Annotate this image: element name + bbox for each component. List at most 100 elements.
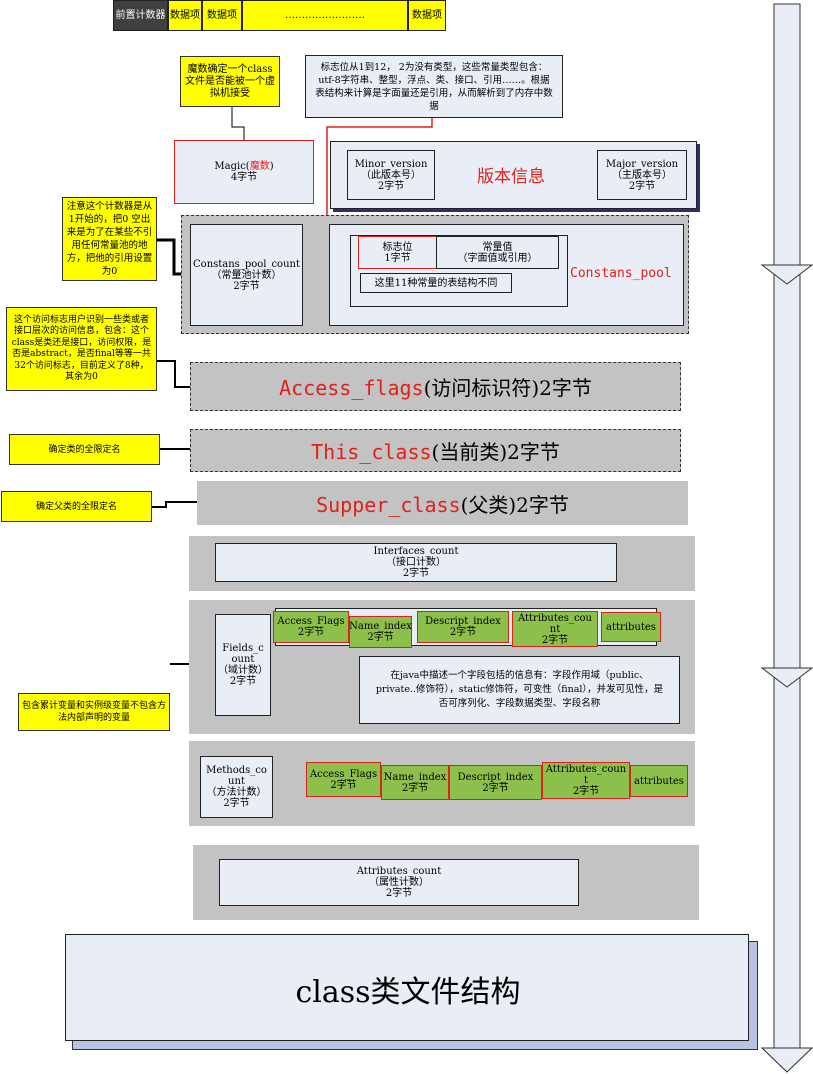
interfaces-desc: （接口计数） bbox=[386, 557, 446, 568]
magic-label: Magic( bbox=[214, 161, 250, 172]
method-attributes-cell: attributes bbox=[630, 765, 688, 797]
interfaces-size: 2字节 bbox=[402, 568, 430, 579]
cell-size: 2字节 bbox=[330, 779, 357, 791]
pool-note-box: 这里11种常量的表结构不同 bbox=[360, 273, 512, 293]
fields-note: 包含累计变量和实例级变量不包含方法内部声明的变量 bbox=[18, 693, 170, 731]
interfaces-box: Interfaces_count （接口计数） 2字节 bbox=[215, 543, 617, 582]
attributes-size: 2字节 bbox=[385, 888, 413, 899]
cell-size: 2字节 bbox=[482, 782, 509, 794]
major-name: Major_version bbox=[605, 158, 679, 170]
magic-connector bbox=[231, 107, 245, 140]
minor-name: Minor_version bbox=[354, 158, 428, 170]
access-flags-box: Access_flags(访问标识符)2字节 bbox=[190, 362, 681, 411]
fields-count-box: Fields_count （域计数） 2字节 bbox=[215, 614, 271, 716]
attributes-region: Attributes_count （属性计数） 2字节 bbox=[193, 845, 699, 920]
cell-name: Name_index bbox=[349, 621, 412, 632]
constant-pool-title: Constans_pool bbox=[570, 266, 672, 281]
minor-size: 2字节 bbox=[377, 180, 405, 192]
this-class-en: This_class bbox=[311, 440, 432, 464]
major-size: 2字节 bbox=[628, 180, 656, 192]
version-block: Minor_version （此版本号） 2字节 版本信息 Major_vers… bbox=[330, 141, 697, 209]
super-class-cn: (父类)2字节 bbox=[460, 492, 569, 517]
magic-cn: 魔数 bbox=[249, 161, 270, 172]
field-attributes-cell: attributes bbox=[601, 612, 661, 642]
major-version-box: Major_version （主版本号） 2字节 bbox=[597, 150, 687, 200]
cell-name: Access_Flags bbox=[277, 616, 345, 627]
magic-size: 4字节 bbox=[230, 172, 258, 183]
magic-note: 魔数确定一个class文件是否能被一个虚拟机接受 bbox=[180, 56, 280, 107]
access-flags-cn: (访问标识符)2字节 bbox=[423, 376, 592, 400]
fields-count-size: 2字节 bbox=[229, 676, 257, 687]
pool-count-desc: （常量池计数） bbox=[211, 269, 282, 281]
this-class-note: 确定类的全限定名 bbox=[9, 434, 160, 465]
version-title: 版本信息 bbox=[477, 167, 545, 187]
access-connector bbox=[157, 360, 190, 388]
methods-count-size: 2字节 bbox=[223, 798, 250, 809]
cell-size: 2字节 bbox=[572, 786, 600, 797]
flag-box: 标志位 1字节 bbox=[358, 236, 437, 269]
value-desc: （字面值或引用） bbox=[457, 252, 538, 264]
data-item-cell: 数据项 bbox=[168, 0, 202, 31]
flow-arrow bbox=[760, 3, 813, 1073]
minor-desc: （此版本号） bbox=[361, 169, 421, 181]
super-class-note: 确定父类的全限定名 bbox=[1, 491, 152, 522]
fields-count-desc: （域计数） bbox=[218, 665, 268, 676]
cell-name: Attributes_count bbox=[517, 612, 593, 635]
fields-description: 在java中描述一个字段包括的信息有：字段作用域（public、private.… bbox=[359, 656, 680, 724]
flag-name: 标志位 bbox=[382, 241, 413, 253]
constant-pool-region: Constans_pool_count （常量池计数） 2字节 标志位 1字节 … bbox=[181, 215, 689, 334]
attributes-name: Attributes_count bbox=[356, 866, 442, 877]
flag-note: 标志位从1到12， 2为没有类型，这些常量类型包含：utf-8字符串、整型，浮点… bbox=[305, 55, 563, 118]
fields-count-name: Fields_count bbox=[222, 643, 264, 665]
constant-pool-box: 标志位 1字节 常量值 （字面值或引用） 这里11种常量的表结构不同 Const… bbox=[329, 224, 684, 326]
cell-size: 2字节 bbox=[401, 782, 429, 794]
pool-count-name: Constans_pool_count bbox=[193, 258, 300, 270]
data-item-cell: 数据项 bbox=[408, 0, 446, 31]
magic-box: Magic(魔数) 4字节 bbox=[174, 140, 314, 204]
super-class-en: Supper_class bbox=[316, 492, 461, 517]
attributes-desc: （属性计数） bbox=[369, 877, 429, 888]
footer-block: class类文件结构 bbox=[65, 934, 749, 1041]
attributes-count-box: Attributes_count （属性计数） 2字节 bbox=[219, 859, 579, 906]
this-class-box: This_class(当前类)2字节 bbox=[190, 429, 681, 472]
cell-size: 2字节 bbox=[297, 627, 325, 638]
value-name: 常量值 bbox=[482, 241, 513, 253]
data-item-cell: 数据项 bbox=[202, 0, 242, 31]
cell-name: attributes bbox=[606, 621, 656, 633]
cell-size: 2字节 bbox=[541, 634, 569, 646]
value-box: 常量值 （字面值或引用） bbox=[436, 236, 559, 269]
methods-count-name: Methods_count bbox=[206, 765, 267, 787]
pool-count-box: Constans_pool_count （常量池计数） 2字节 bbox=[190, 224, 303, 326]
flag-size: 1字节 bbox=[384, 252, 411, 264]
cell-name: Descript_index bbox=[457, 771, 534, 783]
minor-version-box: Minor_version （此版本号） 2字节 bbox=[347, 150, 435, 200]
methods-count-box: Methods_count （方法计数） 2字节 bbox=[200, 756, 273, 818]
cell-name: Attributes_count bbox=[545, 764, 627, 786]
footer-title: class类文件结构 bbox=[295, 974, 521, 1010]
access-flags-en: Access_flags bbox=[279, 376, 424, 400]
counter-note: 注意这个计数器是从1开始的，把0 空出来是为了在某些不引用任何常量池的地方，把他… bbox=[62, 197, 157, 281]
interfaces-name: Interfaces_count bbox=[373, 546, 459, 557]
major-desc: （主版本号） bbox=[612, 169, 672, 181]
this-class-cn: (当前类)2字节 bbox=[431, 440, 560, 464]
cell-name: Name_index bbox=[383, 771, 447, 783]
super-class-box: Supper_class(父类)2字节 bbox=[197, 481, 688, 525]
cell-name: attributes bbox=[634, 775, 684, 787]
cell-name: Descript_index bbox=[425, 616, 501, 627]
cell-name: Access_Flags bbox=[309, 768, 378, 780]
counter-cell: 前置计数器 bbox=[113, 0, 168, 31]
pool-count-size: 2字节 bbox=[233, 280, 260, 292]
cell-size: 2字节 bbox=[367, 632, 394, 643]
methods-count-desc: （方法计数） bbox=[206, 787, 267, 798]
